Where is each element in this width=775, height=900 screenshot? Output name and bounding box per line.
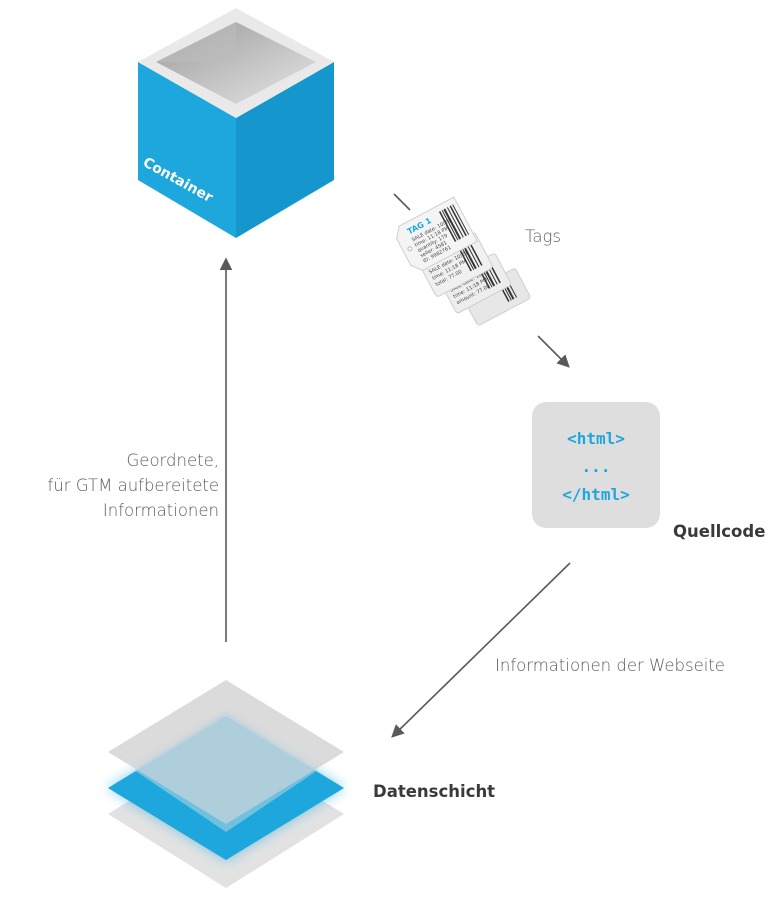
arrow-tags-to-source [537,335,570,368]
tag-stack: SALE date: 10/27 time: 11:18 PM amount: … [396,196,531,326]
ordered-info-line: Informationen [102,501,219,520]
container-box: Container [138,8,334,238]
source-code-label: Quellcode [673,522,766,541]
ordered-info-line: für GTM aufbereitete [47,476,219,495]
arrow-tags-in [393,193,411,211]
data-layer-stack [108,680,344,888]
tags-label: Tags [525,227,561,246]
tag-card-front: TAG 1 SALE date: 10/27 time: 11:18 PM qu… [396,196,478,271]
data-layer-label: Datenschicht [373,782,496,801]
source-code-box: <html> ... </html> [532,402,660,528]
website-info-label: Informationen der Webseite [495,656,725,675]
arrow-source-to-datalayer [391,562,571,738]
ordered-info-line: Geordnete, [126,451,219,470]
code-line-open: <html> [567,429,625,448]
ordered-info-label: Geordnete, für GTM aufbereitete Informat… [48,448,219,523]
code-line-ellipsis: ... [582,457,611,476]
code-line-close: </html> [562,485,629,504]
